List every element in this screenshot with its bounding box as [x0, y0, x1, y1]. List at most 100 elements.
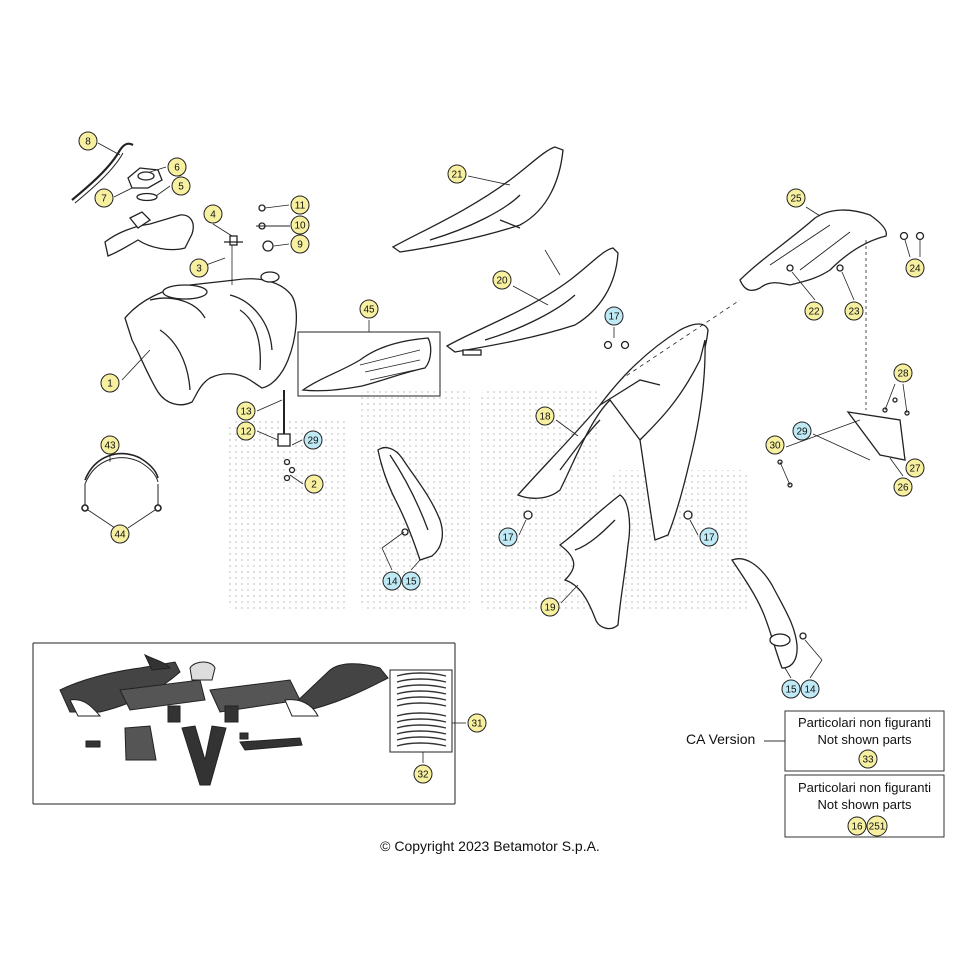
- callout-number: 13: [240, 407, 252, 418]
- callout-number: 15: [405, 577, 417, 588]
- callout-circle: [905, 258, 925, 278]
- callout-number: 45: [363, 305, 375, 316]
- callout-number: 1: [107, 379, 113, 390]
- callout-c16: 16: [847, 816, 867, 836]
- callout-number: 26: [897, 483, 909, 494]
- callout-number: 21: [451, 170, 463, 181]
- callout-number: 8: [85, 137, 91, 148]
- callout-circle: [236, 421, 256, 441]
- callout-number: 6: [174, 163, 180, 174]
- callout-number: 24: [909, 264, 921, 275]
- callout-circle: [447, 164, 467, 184]
- callout-number: 15: [785, 685, 797, 696]
- callout-circle: [498, 527, 518, 547]
- callout-number: 14: [804, 685, 816, 696]
- radiator-scoop-19-part: [558, 494, 631, 630]
- callout-circle: [167, 157, 187, 177]
- callout-number: 4: [210, 210, 216, 221]
- callout-circle: [467, 713, 487, 733]
- info-boxes: [764, 710, 945, 838]
- seat-20-part: [445, 247, 619, 353]
- callout-number: 33: [862, 755, 874, 766]
- callout-circle: [866, 815, 888, 837]
- callout-c7: 7: [94, 188, 114, 208]
- callout-c15a: 15: [401, 571, 421, 591]
- callout-number: 22: [808, 307, 820, 318]
- callout-c3: 3: [189, 258, 209, 278]
- callout-c2: 2: [304, 474, 324, 494]
- callout-circle: [800, 679, 820, 699]
- callout-c11: 11: [290, 195, 310, 215]
- callout-number: 251: [869, 822, 886, 833]
- callout-circle: [604, 306, 624, 326]
- callout-circle: [94, 188, 114, 208]
- callout-number: 9: [297, 240, 303, 251]
- fuel-tank-group: [71, 142, 297, 482]
- callout-circle: [401, 571, 421, 591]
- callout-c12: 12: [236, 421, 256, 441]
- seat-group: [297, 146, 619, 397]
- callout-c5: 5: [171, 176, 191, 196]
- callout-number: 28: [897, 369, 909, 380]
- not-shown-parts-box: [784, 774, 945, 838]
- callout-number: 16: [851, 822, 863, 833]
- decal-kit-group: [32, 642, 456, 805]
- callout-circle: [78, 131, 98, 151]
- callout-circle: [858, 749, 878, 769]
- callout-number: 20: [496, 276, 508, 287]
- callout-number: 29: [796, 427, 808, 438]
- callout-circle: [781, 679, 801, 699]
- breather-hose-part: [71, 142, 134, 201]
- callout-c30: 30: [765, 435, 785, 455]
- callout-circle: [189, 258, 209, 278]
- callout-circle: [290, 234, 310, 254]
- callout-c15b: 15: [781, 679, 801, 699]
- callout-number: 17: [703, 533, 715, 544]
- callout-circle: [535, 406, 555, 426]
- callout-circle: [290, 195, 310, 215]
- callout-number: 2: [311, 480, 317, 491]
- callout-c9: 9: [290, 234, 310, 254]
- callout-c29a: 29: [303, 430, 323, 450]
- box2-line2: Not shown parts: [817, 797, 912, 812]
- callout-number: 17: [502, 533, 514, 544]
- rear-fender-25-part: [739, 209, 887, 292]
- callout-c21: 21: [447, 164, 467, 184]
- box1-line1: Particolari non figuranti: [798, 715, 931, 730]
- callout-c19: 19: [540, 597, 560, 617]
- callout-c4: 4: [203, 204, 223, 224]
- not-shown-box-text: Particolari non figuranti Not shown part…: [785, 779, 944, 813]
- callout-c32: 32: [413, 764, 433, 784]
- callout-circle: [290, 215, 310, 235]
- ca-version-label: CA Version: [686, 731, 756, 747]
- callout-c20: 20: [492, 270, 512, 290]
- callout-c29b: 29: [792, 421, 812, 441]
- callout-circle: [304, 474, 324, 494]
- callout-c17b: 17: [498, 527, 518, 547]
- callout-c25: 25: [786, 188, 806, 208]
- callout-circle: [171, 176, 191, 196]
- callout-number: 19: [544, 603, 556, 614]
- callout-number: 12: [240, 427, 252, 438]
- callout-circle: [110, 524, 130, 544]
- callout-number: 30: [769, 441, 781, 452]
- callout-circle: [303, 430, 323, 450]
- callout-circle: [492, 270, 512, 290]
- shroud-group: [377, 323, 807, 669]
- callout-c6: 6: [167, 157, 187, 177]
- callout-number: 5: [178, 182, 184, 193]
- callout-circle: [203, 204, 223, 224]
- callout-number: 32: [417, 770, 429, 781]
- fuel-tank-part: [124, 278, 297, 406]
- callout-number: 27: [909, 464, 921, 475]
- callout-circle: [893, 477, 913, 497]
- callout-circle: [844, 301, 864, 321]
- callout-c44: 44: [110, 524, 130, 544]
- callout-circle: [792, 421, 812, 441]
- rear-fender-group: [739, 209, 925, 488]
- callout-number: 31: [471, 719, 483, 730]
- callout-c26: 26: [893, 477, 913, 497]
- callout-number: 29: [307, 436, 319, 447]
- callout-c27: 27: [905, 458, 925, 478]
